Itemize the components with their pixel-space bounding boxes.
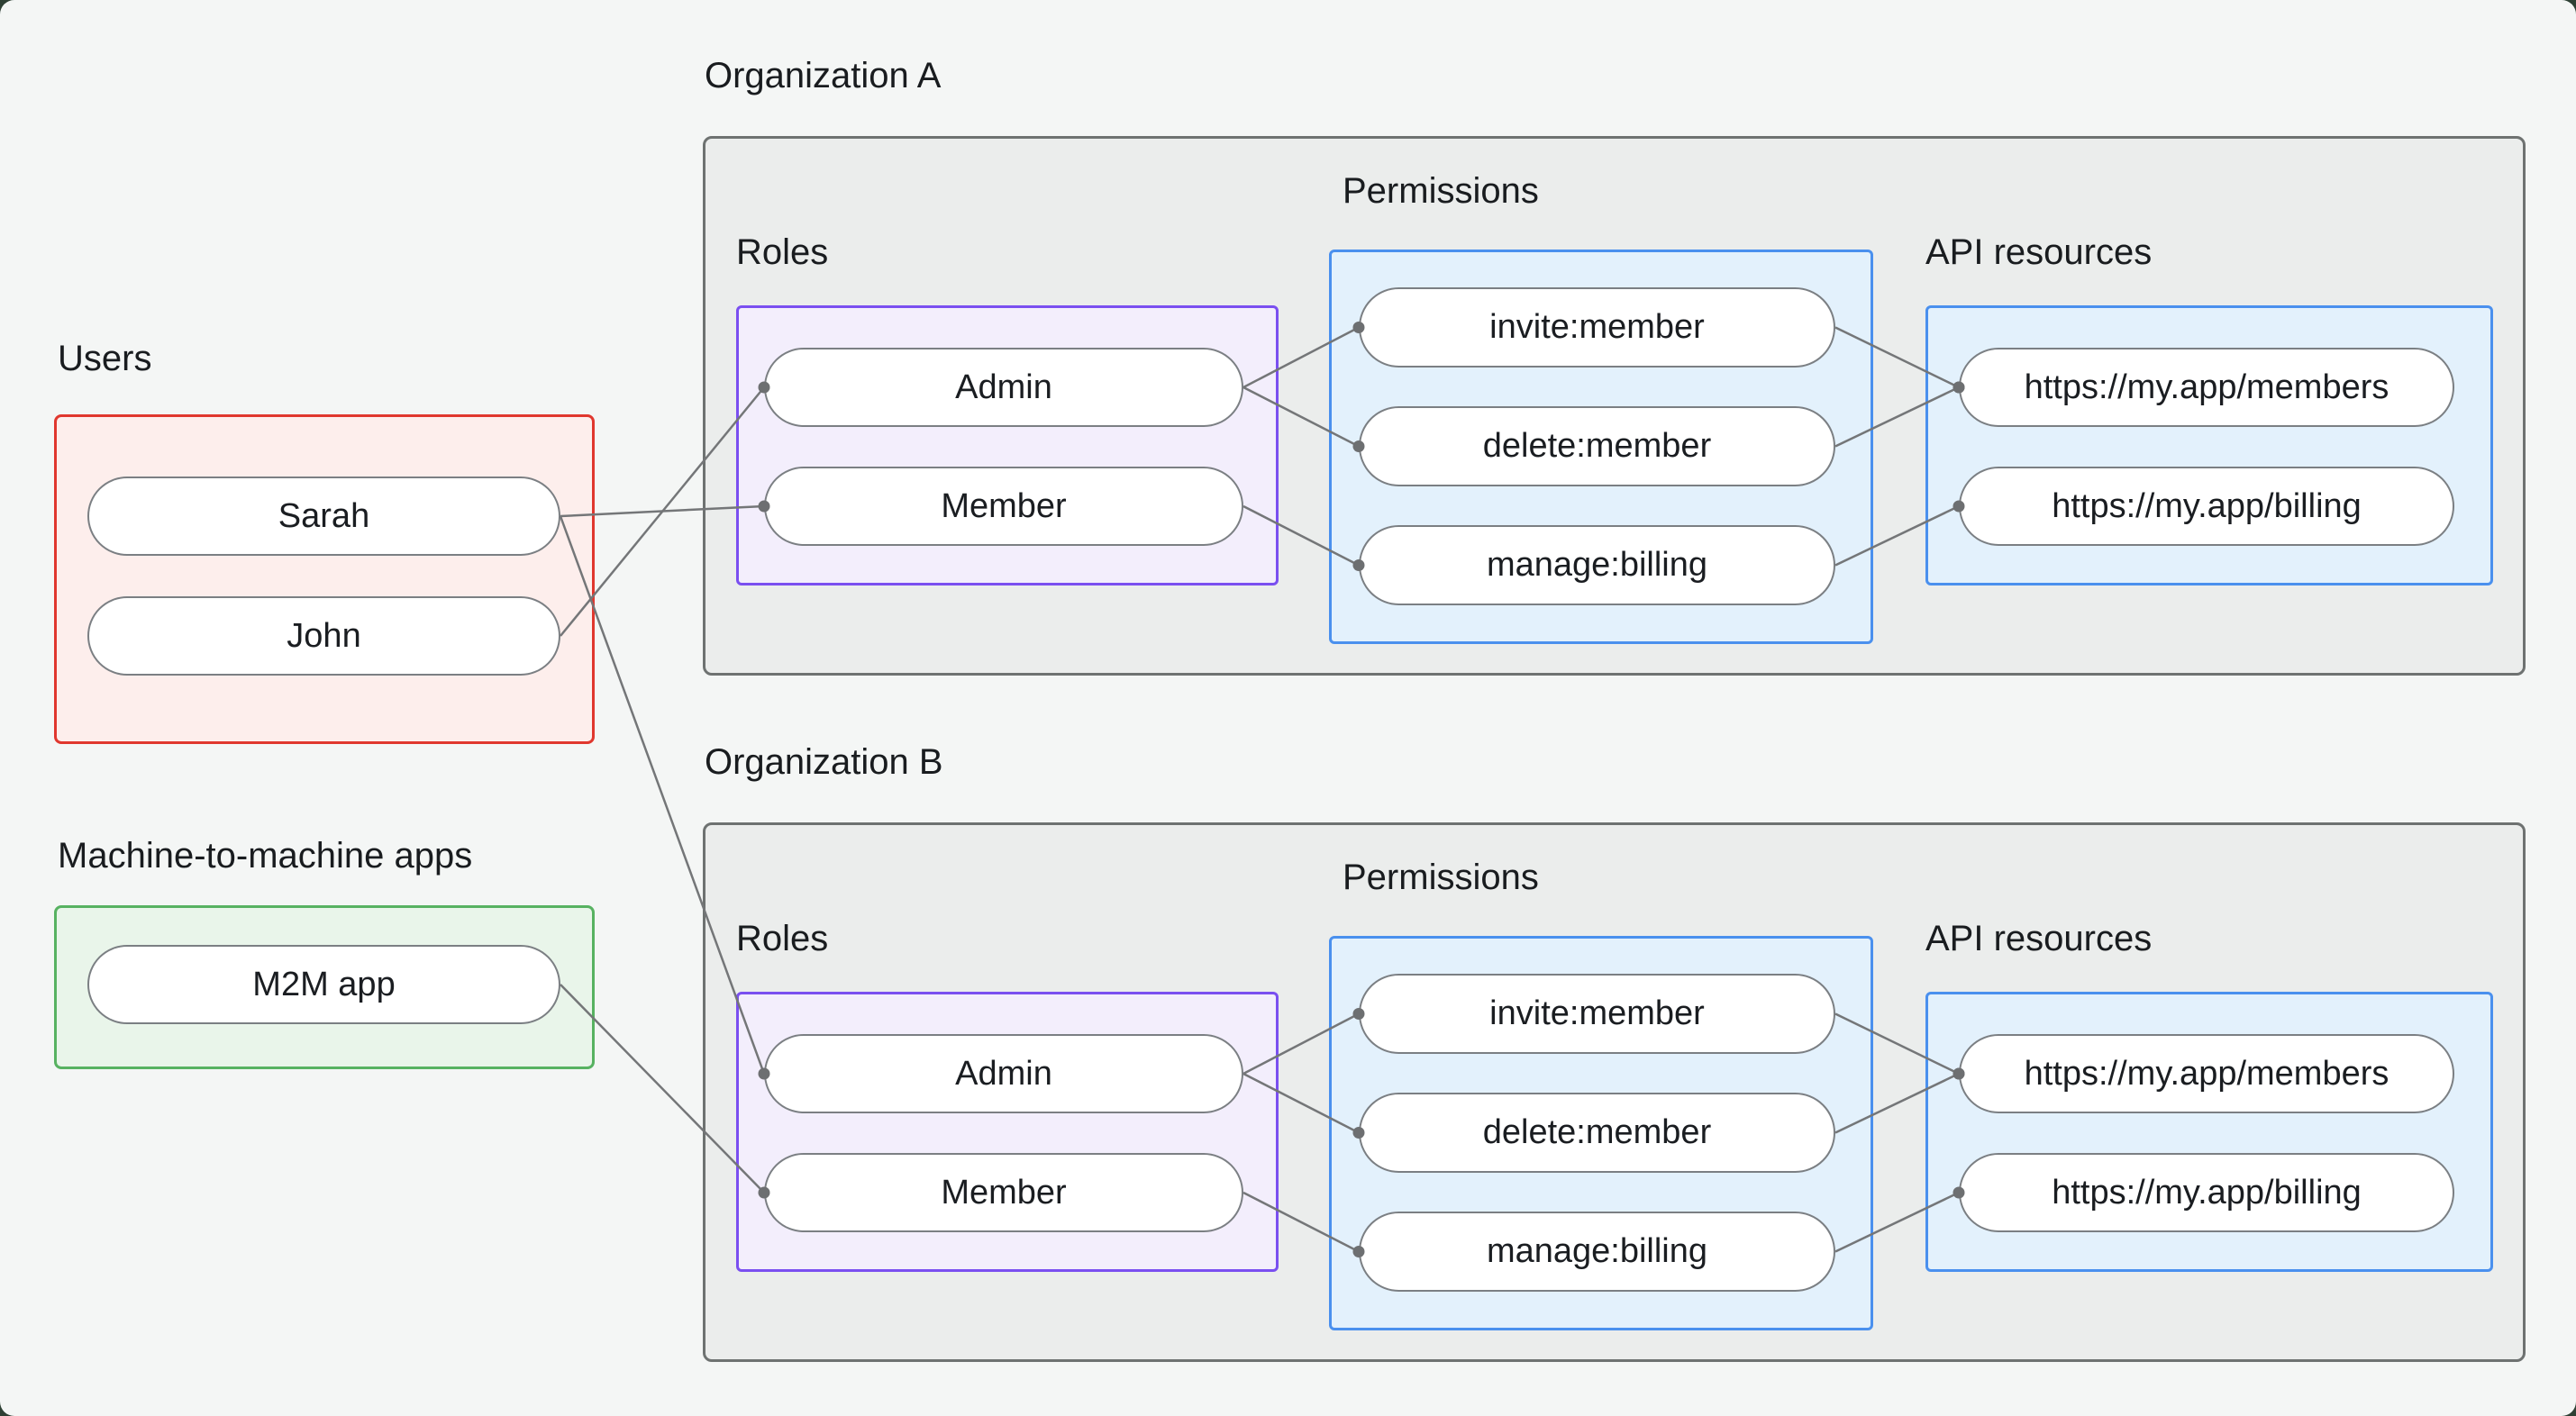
org-a-roles-label: Roles [736, 232, 829, 272]
m2m-group-label: Machine-to-machine apps [58, 836, 473, 876]
org-b-role-member-node: Member [764, 1153, 1243, 1232]
users-group-label: Users [58, 339, 152, 378]
m2m-app-node: M2M app [87, 945, 560, 1024]
org-a-role-member-node: Member [764, 467, 1243, 546]
org-a-permission-delete-member-node: delete:member [1359, 406, 1835, 486]
users-group-box [54, 414, 595, 744]
org-a-api-members-node: https://my.app/members [1959, 348, 2454, 427]
org-a-permissions-label: Permissions [1343, 171, 1539, 211]
user-john-node: John [87, 596, 560, 676]
org-b-api-resources-label: API resources [1925, 919, 2153, 958]
user-sarah-node: Sarah [87, 477, 560, 556]
org-a-api-resources-label: API resources [1925, 232, 2153, 272]
org-b-roles-label: Roles [736, 919, 829, 958]
org-b-permissions-label: Permissions [1343, 858, 1539, 897]
org-b-permission-manage-billing-node: manage:billing [1359, 1212, 1835, 1292]
org-a-permission-manage-billing-node: manage:billing [1359, 525, 1835, 605]
org-b-api-members-node: https://my.app/members [1959, 1034, 2454, 1113]
org-b-api-billing-node: https://my.app/billing [1959, 1153, 2454, 1232]
org-b-role-admin-node: Admin [764, 1034, 1243, 1113]
org-a-api-billing-node: https://my.app/billing [1959, 467, 2454, 546]
org-b-title: Organization B [705, 742, 943, 782]
org-a-role-admin-node: Admin [764, 348, 1243, 427]
org-b-permission-invite-member-node: invite:member [1359, 974, 1835, 1054]
org-a-title: Organization A [705, 56, 942, 95]
org-b-permission-delete-member-node: delete:member [1359, 1093, 1835, 1173]
org-a-permission-invite-member-node: invite:member [1359, 287, 1835, 368]
